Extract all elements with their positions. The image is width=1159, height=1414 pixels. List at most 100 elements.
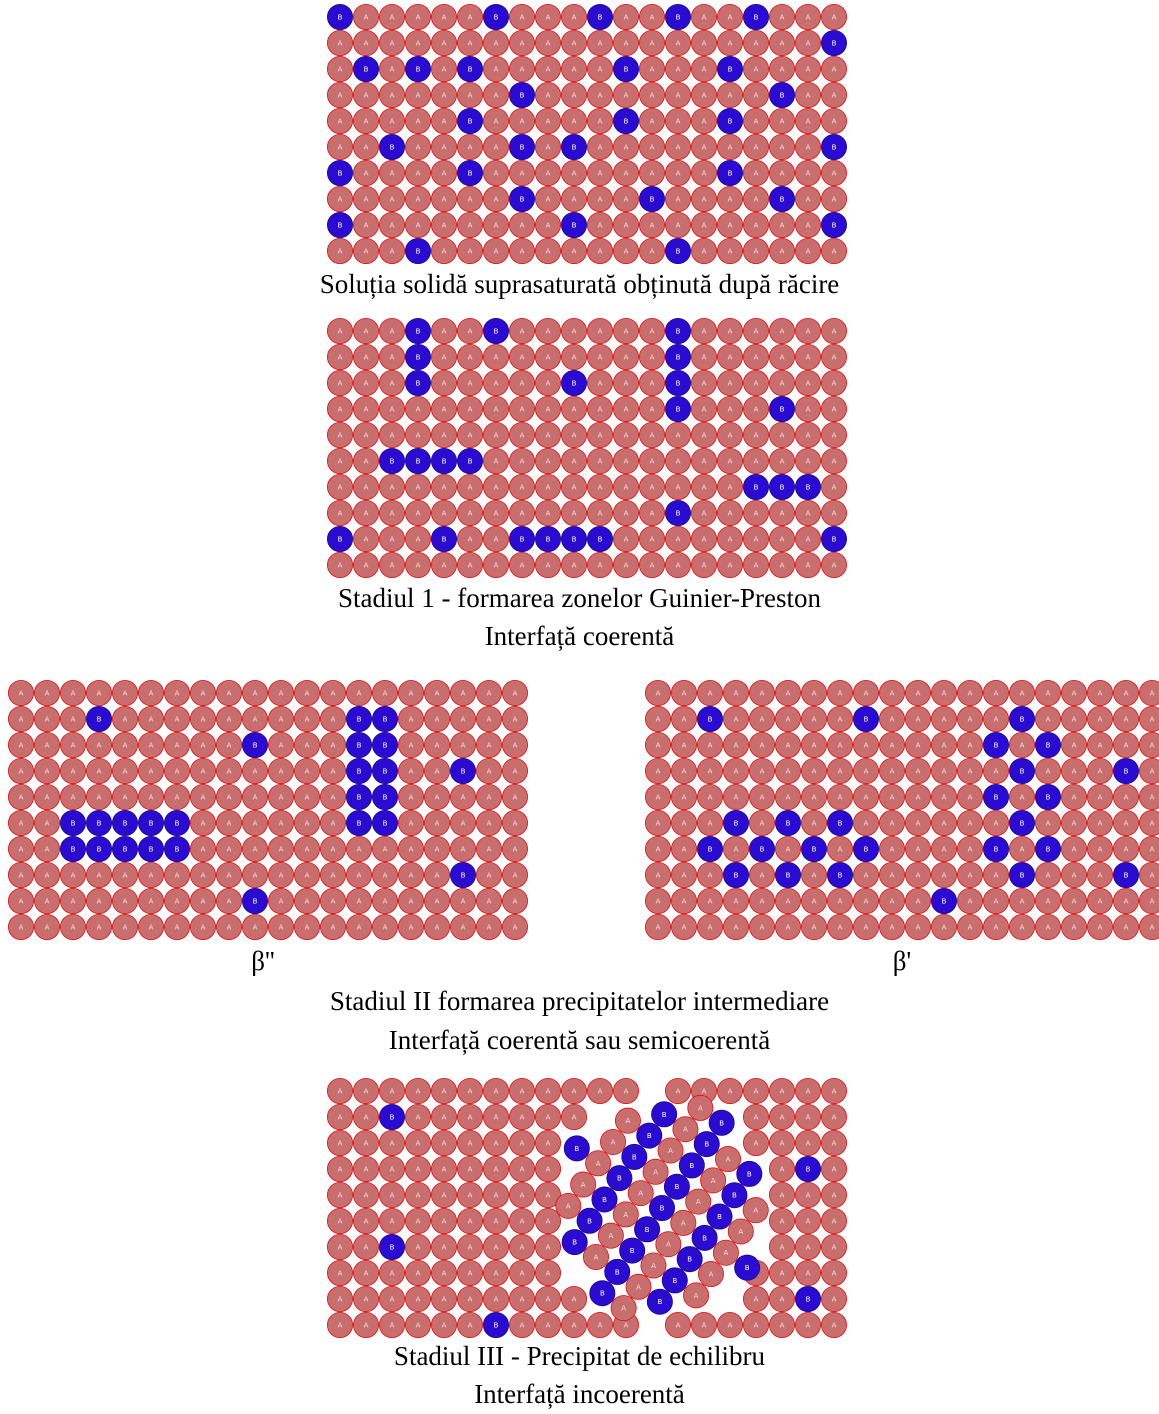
svg-text:A: A (409, 846, 414, 854)
atom-b: B (664, 3, 691, 31)
atom-a: A (612, 473, 639, 500)
svg-text:A: A (468, 562, 473, 570)
svg-text:A: A (390, 92, 395, 100)
atom-a: A (586, 56, 613, 83)
svg-text:A: A (409, 898, 414, 906)
atom-a: A (560, 82, 587, 109)
atom-a: A (449, 887, 476, 914)
atom-b: B (405, 343, 432, 371)
svg-text:A: A (227, 716, 232, 724)
svg-text:A: A (468, 1166, 473, 1174)
atom-a: A (820, 370, 847, 397)
svg-text:A: A (806, 562, 811, 570)
atom-a: A (326, 185, 354, 212)
svg-text:A: A (390, 118, 395, 126)
atom-a: A (742, 447, 769, 474)
atom-a: A (1086, 861, 1113, 888)
svg-text:B: B (149, 820, 154, 828)
svg-text:A: A (832, 1192, 837, 1200)
svg-text:B: B (672, 1277, 677, 1285)
atom-a: A (112, 732, 139, 759)
svg-text:A: A (916, 820, 921, 828)
svg-text:A: A (624, 40, 629, 48)
svg-text:A: A (338, 1218, 343, 1226)
atom-a: A (534, 1077, 561, 1105)
svg-text:A: A (338, 1140, 343, 1148)
svg-text:A: A (461, 846, 466, 854)
svg-text:A: A (520, 118, 525, 126)
atom-a: A (774, 887, 801, 914)
svg-text:A: A (468, 510, 473, 518)
svg-text:A: A (442, 1140, 447, 1148)
svg-text:A: A (520, 484, 525, 492)
svg-text:A: A (694, 1292, 699, 1300)
atom-a: A (956, 758, 983, 785)
atom-a: A (1112, 679, 1139, 707)
atom-a: A (878, 835, 905, 862)
atom-a: A (267, 705, 294, 733)
atom-a: A (482, 82, 509, 109)
svg-text:A: A (416, 536, 421, 544)
atom-a: A (475, 784, 502, 811)
svg-text:B: B (1046, 846, 1051, 854)
atom-a: A (638, 422, 665, 449)
atom-a: A (326, 1233, 354, 1260)
atom-b: B (379, 1103, 406, 1131)
atom-a: A (112, 705, 139, 733)
precipitate-atom-a: A (640, 1252, 667, 1279)
atom-a: A (137, 758, 164, 785)
atom-a: A (852, 758, 879, 785)
svg-text:A: A (45, 794, 50, 802)
atom-a: A (379, 237, 406, 264)
svg-text:A: A (832, 1088, 837, 1096)
svg-text:A: A (832, 510, 837, 518)
svg-text:A: A (331, 768, 336, 776)
svg-text:A: A (383, 924, 388, 932)
atom-a: A (612, 499, 639, 526)
svg-text:A: A (1124, 924, 1129, 932)
atom-a: A (352, 1077, 380, 1105)
atom-a: A (456, 133, 483, 160)
svg-text:A: A (806, 1322, 811, 1330)
atom-a: A (508, 1285, 535, 1312)
precipitate-atom-a: A (685, 1188, 712, 1215)
atom-a: A (379, 1311, 406, 1338)
atom-a: A (800, 732, 827, 759)
svg-text:A: A (806, 118, 811, 126)
svg-text:A: A (435, 872, 440, 880)
atom-a: A (586, 1077, 613, 1105)
atom-b: B (852, 835, 879, 862)
precipitate-atom-a: A (600, 1128, 627, 1155)
svg-text:A: A (435, 690, 440, 698)
atom-a: A (449, 784, 476, 811)
atom-a: A (215, 758, 242, 785)
svg-text:A: A (97, 768, 102, 776)
svg-text:B: B (546, 536, 551, 544)
atom-a: A (33, 784, 61, 811)
atom-a: A (716, 396, 743, 423)
atom-a: A (267, 861, 294, 888)
svg-text:A: A (357, 898, 362, 906)
atom-a: A (319, 679, 346, 707)
svg-text:A: A (753, 1207, 758, 1215)
svg-text:A: A (416, 196, 421, 204)
precipitate-atom-a: A (610, 1295, 637, 1322)
svg-text:A: A (487, 924, 492, 932)
precipitate-atom-b: B (606, 1165, 633, 1192)
atom-a: A (501, 705, 528, 733)
svg-text:B: B (675, 1183, 680, 1191)
svg-text:A: A (728, 40, 733, 48)
svg-text:A: A (19, 820, 24, 828)
atom-a: A (560, 1103, 587, 1131)
atom-b: B (371, 758, 398, 785)
caption-stage2-interface: Interfață coerentă sau semicoerentă (388, 1025, 771, 1055)
svg-text:A: A (572, 1088, 577, 1096)
svg-text:A: A (728, 536, 733, 544)
atom-a: A (638, 343, 665, 371)
svg-text:B: B (494, 14, 499, 22)
svg-text:A: A (494, 118, 499, 126)
svg-text:A: A (916, 846, 921, 854)
svg-text:B: B (520, 144, 525, 152)
svg-text:A: A (806, 536, 811, 544)
svg-text:A: A (416, 1114, 421, 1122)
